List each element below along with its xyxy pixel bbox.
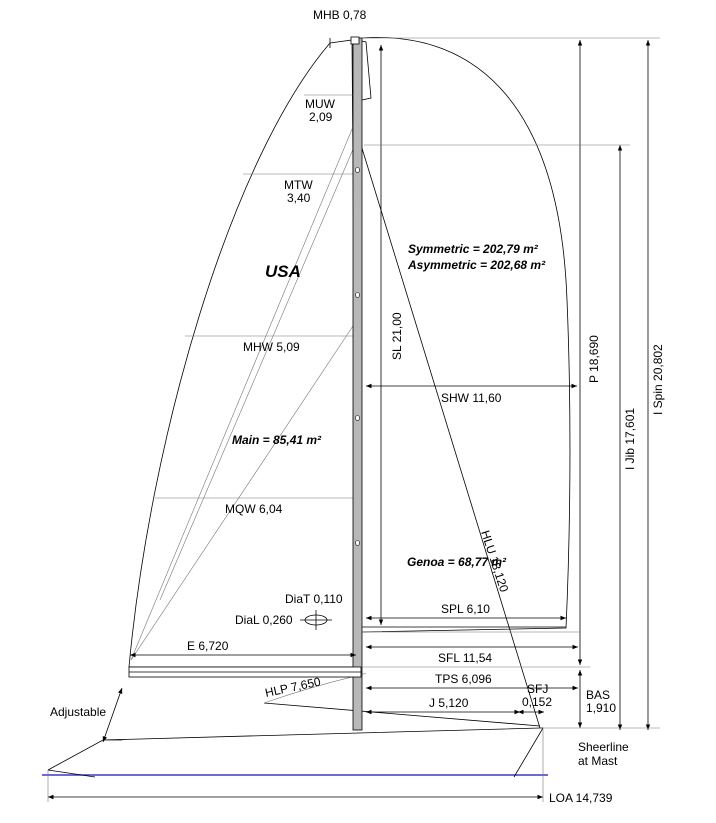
label-shw: SHW 11,60 bbox=[441, 391, 502, 405]
label-mtw-value: 3,40 bbox=[287, 191, 311, 205]
label-sheerline-2: at Mast bbox=[578, 754, 618, 768]
label-bas-value: 1,910 bbox=[586, 701, 616, 715]
label-e: E 6,720 bbox=[187, 639, 229, 653]
main-diagonal-3 bbox=[159, 139, 358, 601]
label-sheerline-1: Sheerline bbox=[578, 740, 629, 754]
label-muw-name: MUW bbox=[305, 97, 336, 111]
label-sfj-value: 0,152 bbox=[522, 695, 552, 709]
label-sfl: SFL 11,54 bbox=[438, 651, 492, 665]
mainsail-outline bbox=[128, 39, 358, 668]
label-dial: DiaL 0,260 bbox=[235, 613, 293, 627]
masthead-box bbox=[350, 36, 360, 45]
hull bbox=[47, 727, 544, 778]
spinnaker-outline bbox=[361, 37, 571, 633]
label-p: P 18,690 bbox=[587, 335, 601, 383]
label-main-area: Main = 85,41 m² bbox=[232, 433, 322, 447]
label-diat: DiaT 0,110 bbox=[285, 592, 343, 606]
label-i-jib: I Jib 17,601 bbox=[623, 408, 637, 470]
label-usa: USA bbox=[265, 262, 301, 281]
label-symmetric: Symmetric = 202,79 m² bbox=[408, 242, 539, 256]
mast bbox=[352, 37, 363, 731]
label-spl: SPL 6,10 bbox=[441, 602, 490, 616]
label-sl: SL 21,00 bbox=[390, 312, 404, 360]
label-mqw: MQW 6,04 bbox=[225, 502, 283, 516]
label-mtw-name: MTW bbox=[284, 178, 313, 192]
label-hlp: HLP 7,650 bbox=[264, 674, 322, 700]
genoa-foot bbox=[263, 702, 541, 727]
label-bas-name: BAS bbox=[586, 688, 610, 702]
label-loa: LOA 14,739 bbox=[549, 791, 613, 805]
label-adjustable: Adjustable bbox=[50, 705, 106, 719]
label-j: J 5,120 bbox=[429, 696, 469, 710]
genoa-curve bbox=[263, 672, 367, 704]
jib-luff bbox=[360, 144, 541, 729]
label-asymmetric: Asymmetric = 202,68 m² bbox=[407, 258, 546, 272]
main-diagonal-2 bbox=[130, 319, 358, 661]
label-muw-value: 2,09 bbox=[309, 110, 333, 124]
label-genoa-area: Genoa = 68,77 m² bbox=[407, 555, 507, 569]
adjustable-arrow bbox=[102, 687, 123, 743]
label-mhb: MHB 0,78 bbox=[313, 8, 367, 22]
mast-holes bbox=[355, 167, 360, 546]
label-sfj-name: SFJ bbox=[527, 682, 548, 696]
main-diagonal-1 bbox=[130, 109, 361, 661]
label-mhw: MHW 5,09 bbox=[243, 340, 300, 354]
label-tps: TPS 6,096 bbox=[435, 672, 492, 686]
label-i-spin: I Spin 20,802 bbox=[651, 344, 665, 415]
